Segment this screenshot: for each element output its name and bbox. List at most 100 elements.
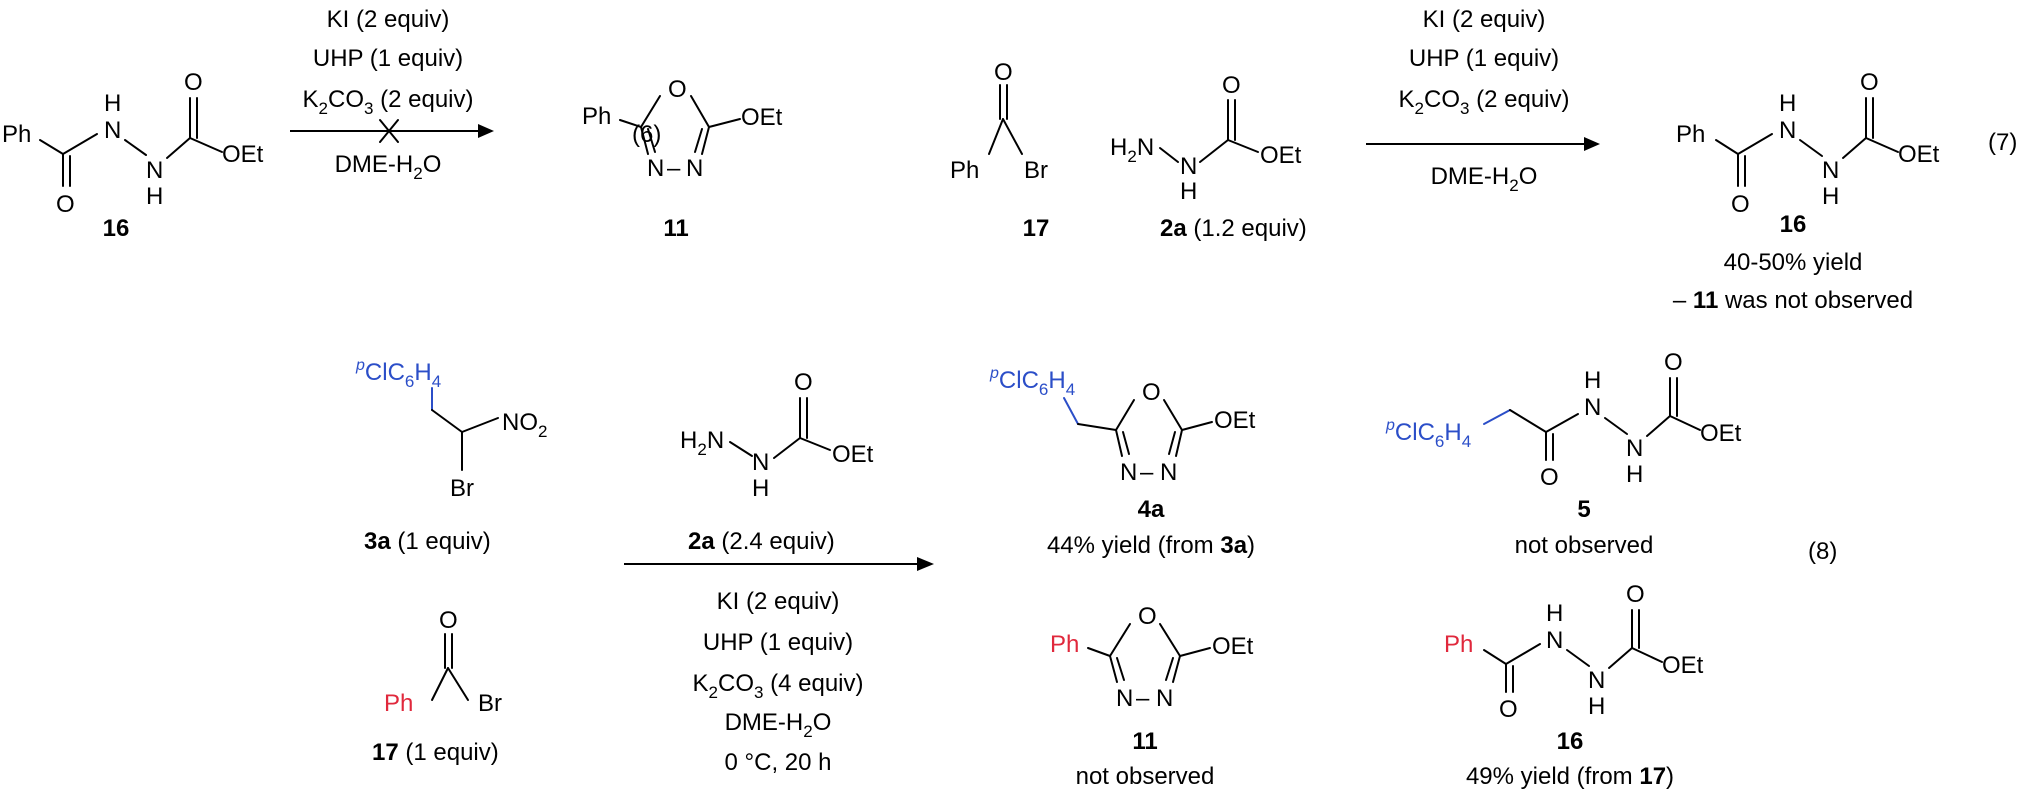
bond (1002, 118, 1023, 155)
amine-group: H2N (1110, 134, 1154, 166)
nh-nitrogen: N (1180, 153, 1197, 180)
solvent: DME-H2O (1431, 163, 1538, 195)
carbonyl-oxygen: O (184, 69, 203, 96)
reagent-k2co3: K2CO3 (2 equiv) (303, 86, 474, 118)
ring-nitrogen: N (647, 155, 664, 182)
bond (1483, 649, 1507, 665)
chlorophenyl-group: pClC6H4 (355, 357, 441, 391)
bond (1842, 137, 1867, 159)
bromine: Br (450, 475, 474, 502)
n-n-bond: – (667, 155, 681, 182)
nh-hydrogen: H (1822, 183, 1839, 210)
ring-bond (1163, 399, 1183, 431)
bond (39, 139, 64, 155)
bromine: Br (478, 690, 502, 717)
compound-label: 16 (1780, 211, 1807, 238)
n-n-bond (1566, 649, 1590, 667)
ring-bond (1172, 655, 1181, 683)
ethoxy-group: OEt (832, 441, 874, 468)
compound-label: 17 (1 equiv) (372, 739, 499, 766)
carbonyl-oxygen: O (1731, 191, 1750, 218)
n-n-bond (1799, 139, 1823, 157)
nh-hydrogen: H (1546, 600, 1563, 627)
ring-double-bond (1122, 431, 1130, 455)
ethoxy-group: OEt (1260, 142, 1302, 169)
eq8-product-11: Ph O OEt N – N 11 not observed (1050, 603, 1254, 790)
nh-hydrogen: H (1626, 461, 1643, 488)
reagent-uhp: UHP (1 equiv) (703, 629, 853, 656)
nh-nitrogen: N (1822, 157, 1839, 184)
bond (1865, 137, 1899, 153)
ring-bond (640, 126, 649, 155)
reagent-uhp: UHP (1 equiv) (313, 45, 463, 72)
ring-nitrogen: N (1116, 685, 1133, 712)
bond (1087, 647, 1111, 657)
bond (1077, 423, 1117, 431)
nh-nitrogen: N (1588, 667, 1605, 694)
carbonyl-oxygen: O (794, 369, 813, 396)
eq6-conditions: KI (2 equiv) UHP (1 equiv) K2CO3 (2 equi… (290, 6, 661, 183)
eq7-reagent-17: O Ph Br 17 (950, 59, 1049, 242)
eq7-product-16: Ph O H N N H O OEt 16 40-50% yield – 11 … (1673, 69, 1940, 314)
nh-hydrogen: H (146, 183, 163, 210)
nh-hydrogen: H (752, 475, 769, 502)
ring-bond (1109, 655, 1118, 683)
ethoxy-group: OEt (741, 104, 783, 131)
chlorophenyl-group: pClC6H4 (989, 365, 1075, 399)
bond (1063, 397, 1079, 425)
bond (1631, 647, 1663, 663)
arrow-head (917, 557, 934, 571)
nh-hydrogen: H (1584, 367, 1601, 394)
carbonyl-oxygen: O (1222, 72, 1241, 99)
n-n-bond (1159, 147, 1179, 163)
n-n-bond: – (1140, 459, 1154, 486)
ethoxy-group: OEt (1662, 652, 1704, 679)
ring-bond (1159, 623, 1181, 657)
compound-label: 5 (1577, 496, 1590, 523)
nh-nitrogen: N (1779, 117, 1796, 144)
bond (708, 118, 741, 128)
compound-label: 17 (1023, 215, 1050, 242)
compound-label: 11 (663, 215, 688, 242)
ring-bond (640, 95, 661, 128)
ring-oxygen: O (1142, 379, 1161, 406)
eq8-reagent-2a: H2N N H O OEt 2a (2.4 equiv) (680, 369, 874, 555)
bond (1199, 139, 1229, 163)
carbonyl-oxygen: O (994, 59, 1013, 86)
n-n-bond: – (1136, 685, 1150, 712)
nh-hydrogen: H (1588, 693, 1605, 720)
bond (1505, 643, 1541, 665)
carbonyl-oxygen: O (1540, 464, 1559, 491)
reagent-k2co3: K2CO3 (2 equiv) (1399, 86, 1570, 118)
phenyl-group: Ph (384, 690, 413, 717)
nh-hydrogen: H (1779, 90, 1796, 117)
bond (1227, 139, 1259, 153)
ring-double-bond (1165, 657, 1174, 681)
status-text: not observed (1515, 532, 1654, 559)
bond (1179, 647, 1211, 657)
bond (189, 137, 223, 153)
bond (1483, 409, 1511, 425)
temperature-time: 0 °C, 20 h (725, 749, 832, 776)
bond (773, 437, 801, 459)
compound-label: 16 (1557, 728, 1584, 755)
eq8-conditions: KI (2 equiv) UHP (1 equiv) K2CO3 (4 equi… (624, 538, 1837, 776)
bond (1646, 415, 1671, 437)
bond (62, 133, 98, 155)
bond (461, 417, 499, 433)
amine-group: H2N (680, 427, 724, 459)
observation-note: – 11 was not observed (1673, 287, 1913, 314)
bond (431, 409, 463, 433)
reagent-ki: KI (2 equiv) (327, 6, 450, 33)
bond (988, 118, 1004, 155)
ring-bond (1115, 429, 1123, 457)
nh-hydrogen: H (1180, 178, 1197, 205)
ring-double-bond (647, 128, 656, 153)
ethoxy-group: OEt (1214, 407, 1256, 434)
yield-text: 40-50% yield (1724, 249, 1863, 276)
solvent: DME-H2O (335, 151, 442, 183)
carbonyl-oxygen: O (56, 191, 75, 218)
bond (1181, 421, 1213, 431)
equation-number: (8) (1808, 538, 1837, 565)
ethoxy-group: OEt (1898, 141, 1940, 168)
